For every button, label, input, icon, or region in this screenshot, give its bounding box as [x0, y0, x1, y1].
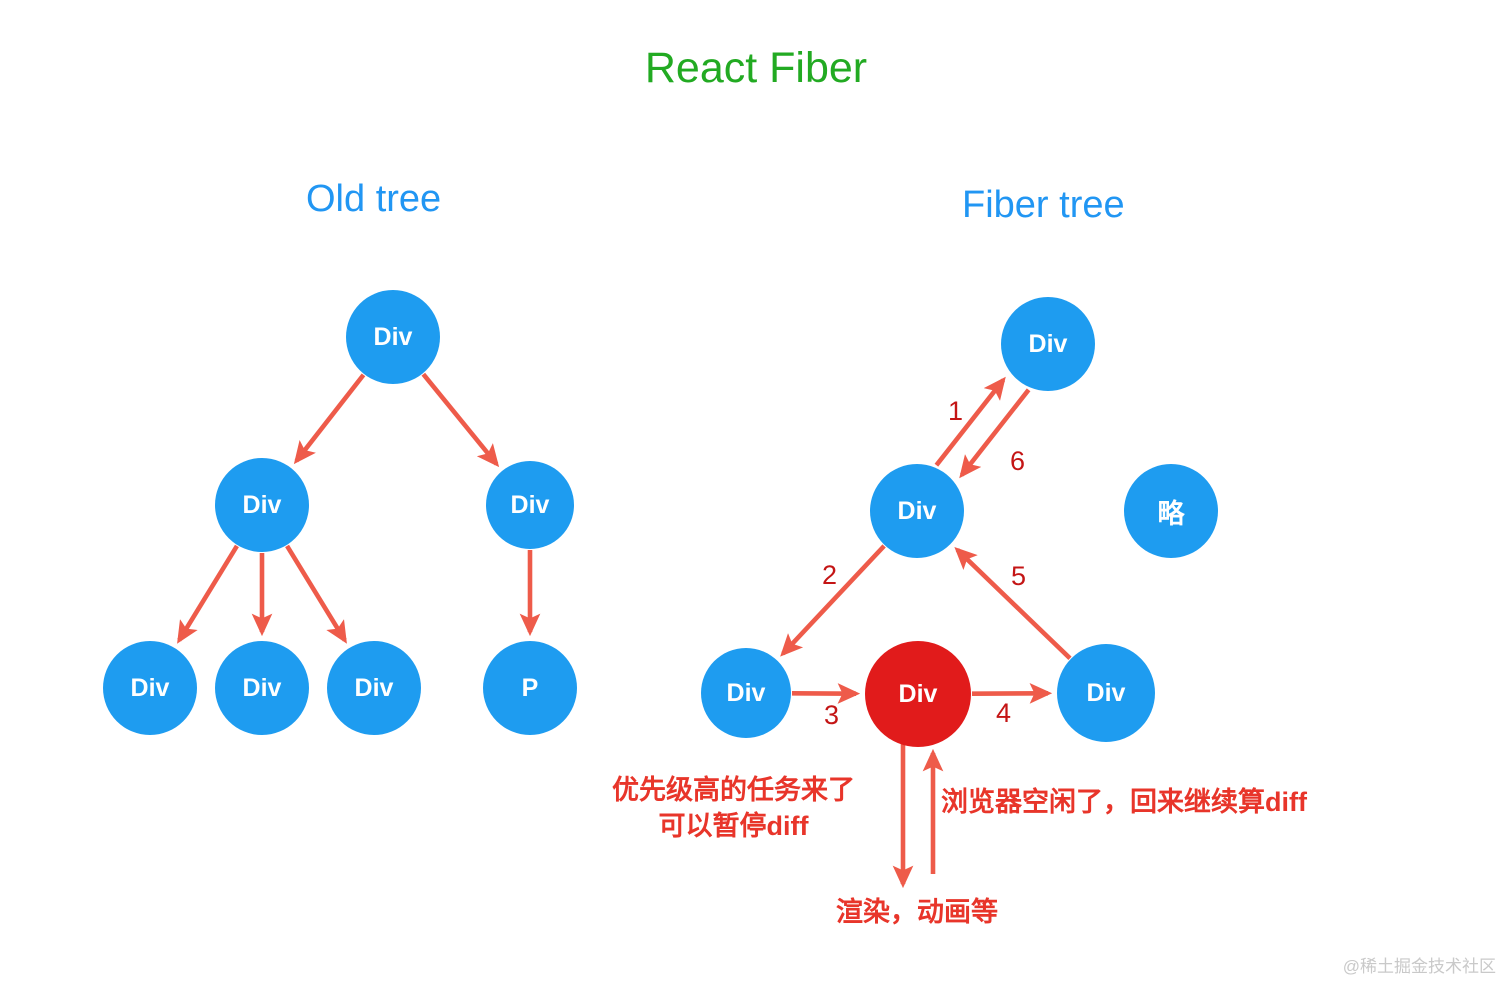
node-label: Div: [510, 490, 550, 519]
old-tree-node-4: Div: [103, 641, 197, 735]
old-tree-node-7: P: [483, 641, 577, 735]
edge-label-3: 3: [824, 700, 840, 730]
edge-label-2: 2: [822, 560, 838, 590]
node-label: Div: [1086, 678, 1126, 707]
node-label: P: [521, 673, 539, 702]
old-tree-node-3: Div: [486, 461, 574, 549]
edge-label-6: 6: [1010, 446, 1026, 476]
fiber-tree-node-4: Div: [701, 648, 791, 738]
node-label: Div: [897, 496, 937, 525]
node-label: Div: [242, 673, 282, 702]
node-label: Div: [898, 679, 938, 708]
node-label: Div: [726, 678, 766, 707]
old-tree-node-5: Div: [215, 641, 309, 735]
edge-label-4: 4: [996, 698, 1012, 728]
fiber-tree-node-2: Div: [870, 464, 964, 558]
old-tree-edge-5: [285, 544, 347, 644]
fiber-tree-edge-6: [934, 376, 1006, 467]
node-label: Div: [1028, 329, 1068, 358]
fiber-tree-heading: Fiber tree: [962, 184, 1125, 226]
fiber-tree-node-1: Div: [1001, 297, 1095, 391]
annotation-pause-diff: 优先级高的任务来了 可以暂停diff: [612, 775, 855, 841]
old-tree-node-1: Div: [346, 290, 440, 384]
old-tree-edge-2: [421, 372, 500, 468]
fiber-tree-node-5: Div: [865, 641, 971, 747]
annotation-render-animation: 渲染，动画等: [836, 897, 998, 927]
old-tree-heading: Old tree: [306, 178, 442, 220]
page-title: React Fiber: [644, 44, 868, 92]
old-tree-edge-3: [177, 544, 239, 644]
node-label: Div: [242, 490, 282, 519]
fiber-tree-node-6: Div: [1057, 644, 1155, 742]
edge-label-5: 5: [1011, 561, 1027, 591]
fiber-tree-node-3: 略: [1124, 464, 1218, 558]
node-label: Div: [130, 673, 170, 702]
old-tree-node-2: Div: [215, 458, 309, 552]
node-label: 略: [1157, 498, 1185, 529]
node-label: Div: [354, 673, 394, 702]
watermark: @稀土掘金技术社区: [1342, 957, 1496, 976]
node-label: Div: [373, 322, 413, 351]
edge-label-1: 1: [948, 396, 964, 426]
old-tree-edge-1: [293, 373, 366, 465]
old-tree-node-6: Div: [327, 641, 421, 735]
annotation-resume-diff: 浏览器空闲了，回来继续算diff: [941, 787, 1307, 817]
